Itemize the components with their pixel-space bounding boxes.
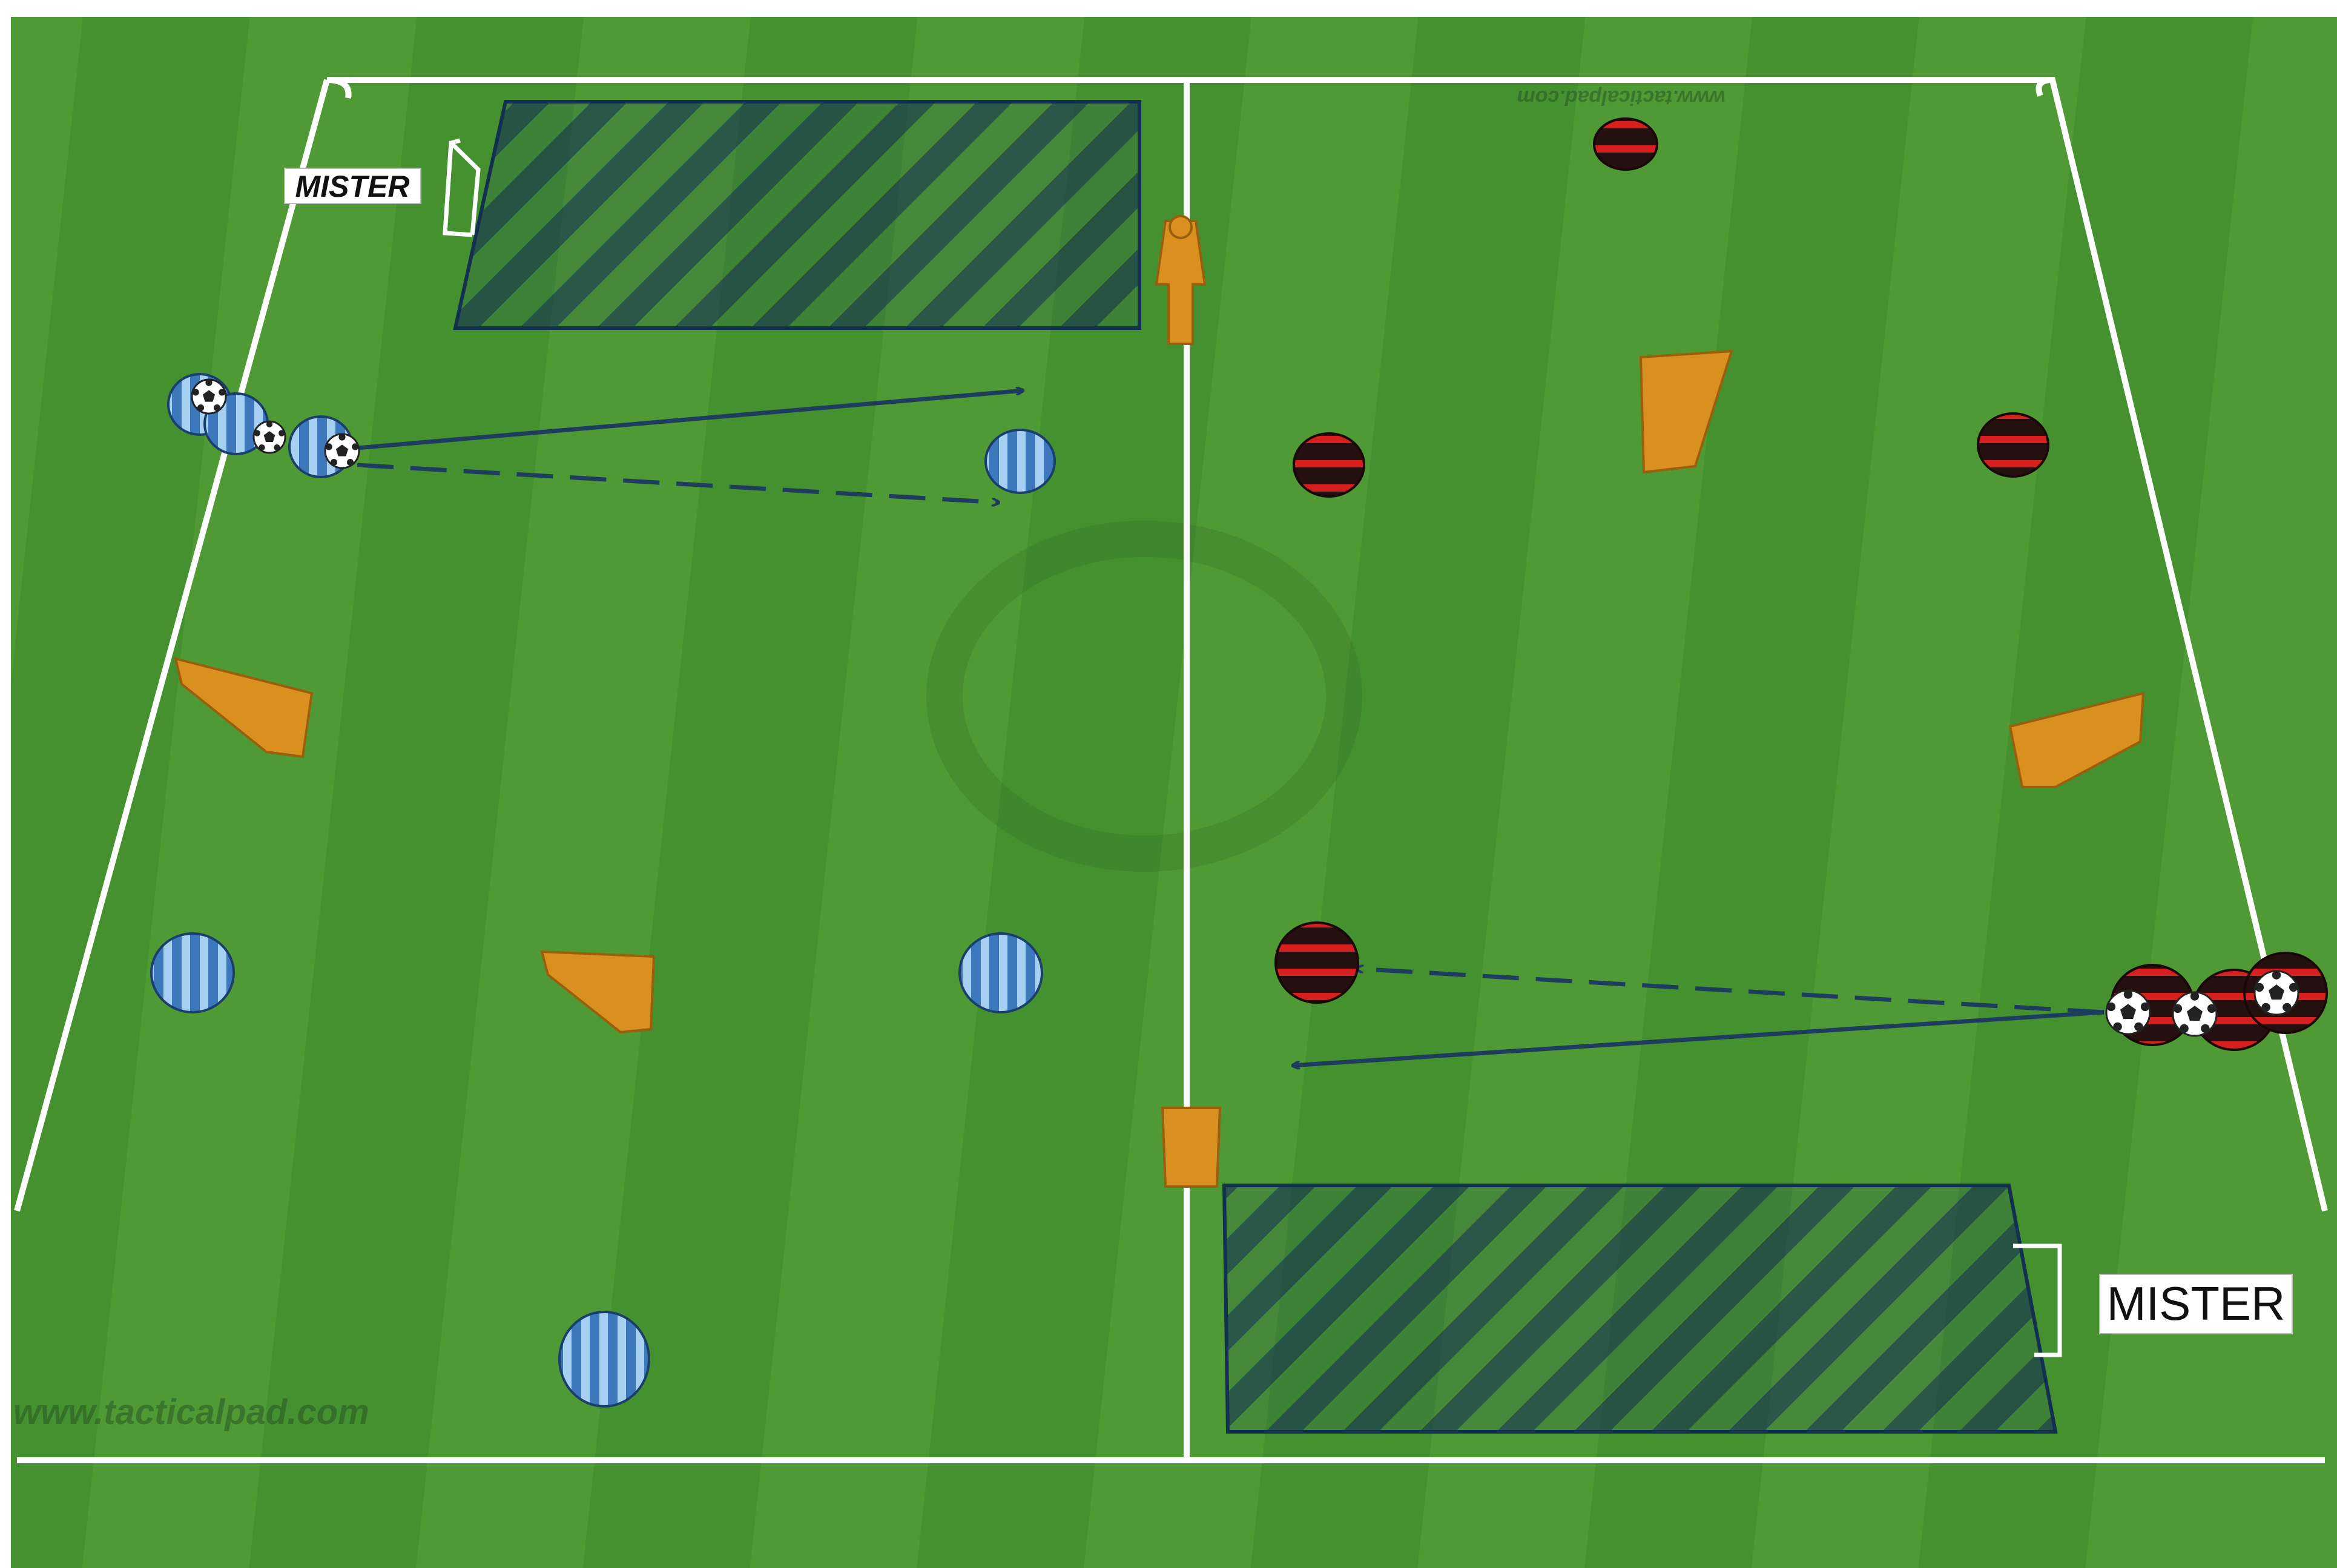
zone-top-left bbox=[455, 102, 1139, 328]
soccer-ball-icon bbox=[2255, 970, 2298, 1015]
soccer-ball-icon bbox=[192, 379, 226, 413]
blue-player-mid-top bbox=[986, 430, 1055, 493]
soccer-ball-icon bbox=[325, 433, 359, 468]
soccer-ball-icon bbox=[254, 421, 285, 453]
red-player-mid bbox=[1276, 923, 1358, 1003]
coach-label-text-bottom-right: MISTER bbox=[2107, 1277, 2286, 1330]
zone-bottom-right bbox=[1224, 1185, 2055, 1432]
watermark-bottom-left: www.tacticalpad.com bbox=[13, 1392, 369, 1432]
blue-player-left-mid bbox=[151, 934, 234, 1012]
soccer-ball-icon bbox=[2173, 992, 2217, 1036]
red-player-left-upper bbox=[1294, 433, 1364, 496]
top-frame-edge bbox=[0, 0, 2337, 17]
left-frame-edge bbox=[0, 0, 11, 1568]
cone-pole-bottom-center bbox=[1162, 1108, 1220, 1187]
soccer-ball-icon bbox=[2106, 990, 2150, 1034]
coach-label-top-left: MISTER bbox=[285, 168, 421, 203]
coach-label-bottom-right: MISTER bbox=[2100, 1274, 2292, 1334]
watermark-top-right: www.tacticalpad.com bbox=[1517, 86, 1726, 109]
red-player-right-upper bbox=[1978, 413, 2048, 476]
blue-player-bottom bbox=[559, 1312, 649, 1406]
coach-label-text-top-left: MISTER bbox=[295, 170, 410, 203]
red-player-top bbox=[1594, 119, 1657, 170]
blue-player-center-mid bbox=[960, 934, 1042, 1012]
